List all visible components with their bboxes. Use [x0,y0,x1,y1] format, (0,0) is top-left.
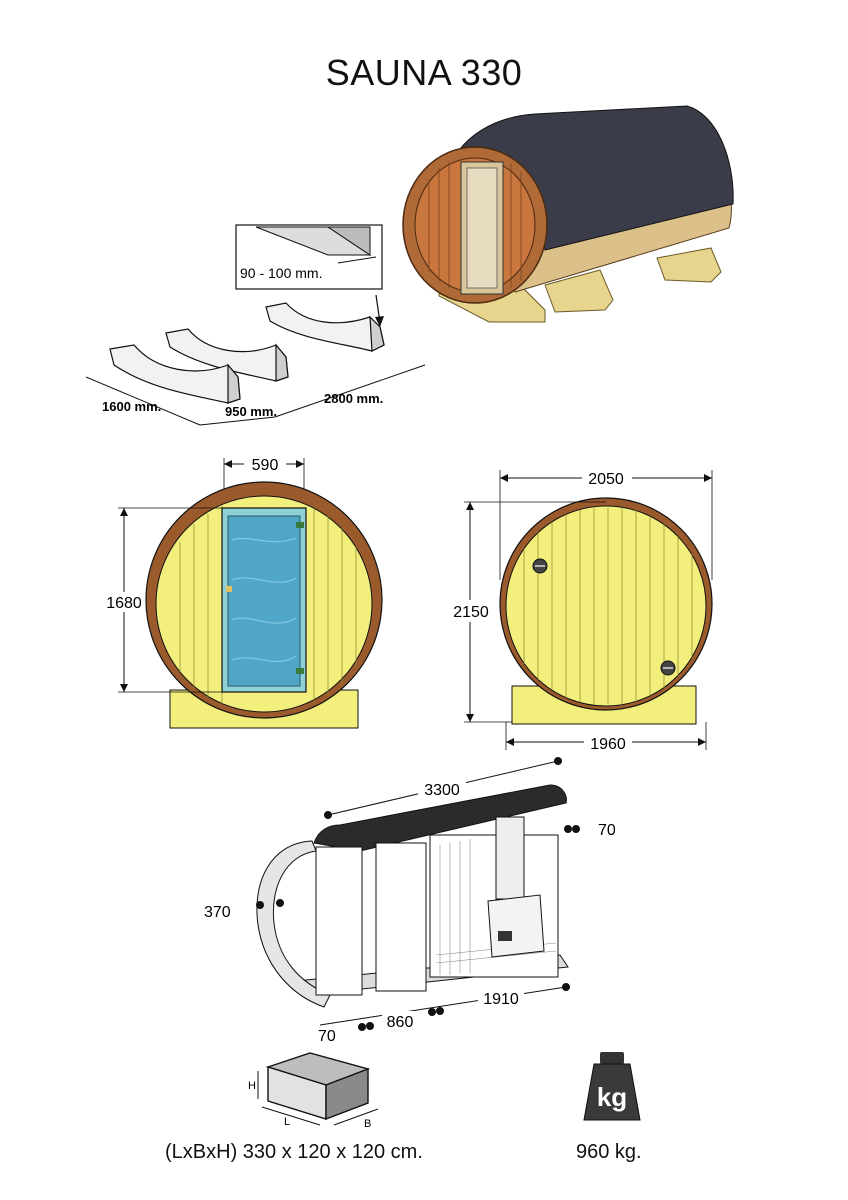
section-view-diagram: 3300 70 370 70 [204,757,616,1045]
barrel-3d-render [402,105,734,323]
length-1600-label: 1600 mm. [102,399,161,414]
package-b-label: B [364,1118,371,1130]
package-l-label: L [284,1116,290,1128]
support-beam-front [109,344,241,404]
support-beam-middle [165,328,289,382]
back-width-top-label: 2050 [588,471,624,488]
support-detail-diagram: 90 - 100 mm. 1600 mm. 950 mm. 2800 mm. [85,224,426,426]
package-dimensions-caption: (LxBxH) 330 x 120 x 120 cm. [165,1141,423,1163]
length-3300-label: 3300 [424,782,460,799]
weight-icon: kg [583,1052,641,1121]
length-2800-label: 2800 mm. [324,391,383,406]
wall-70-left-label: 70 [318,1028,336,1045]
thickness-label: 90 - 100 mm. [240,265,322,281]
back-height-label: 2150 [453,604,489,621]
door-width-label: 590 [252,457,279,474]
door-height-label: 1680 [106,595,142,612]
weight-icon-text: kg [597,1082,627,1112]
sauna-stove-icon [487,816,545,958]
spacing-950-label: 950 mm. [225,404,277,419]
room-860-label: 860 [387,1014,414,1031]
package-box-icon: H L B [248,1052,379,1130]
back-width-bottom-label: 1960 [590,736,626,753]
package-h-label: H [248,1080,256,1092]
back-view-diagram: 2050 2150 1960 [446,466,713,754]
weight-caption: 960 kg. [576,1141,642,1163]
support-beam-back [265,302,385,352]
front-view-diagram: 590 1680 [104,454,383,729]
page-title: SAUNA 330 [325,52,523,93]
radius-370-label: 370 [204,904,231,921]
section-roof [313,784,567,852]
wall-70-right-label: 70 [598,822,616,839]
room-1910-label: 1910 [483,991,519,1008]
